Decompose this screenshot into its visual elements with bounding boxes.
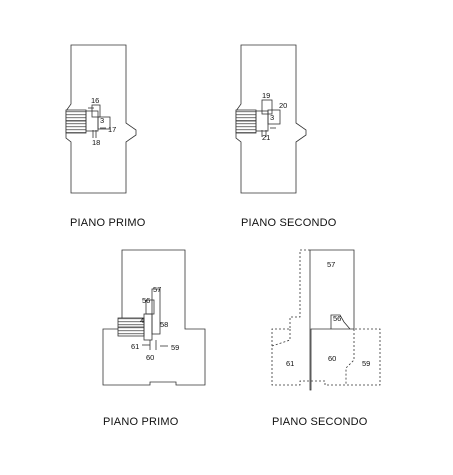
room-box <box>91 104 101 118</box>
building-outline <box>102 249 206 386</box>
stair-block <box>235 109 257 134</box>
interior-dashed <box>271 329 291 347</box>
building-outline-solid <box>309 249 355 391</box>
plan-piano-primo-bottom <box>102 249 206 386</box>
room-number: 18 <box>92 138 100 147</box>
room-56-outline <box>330 314 351 330</box>
room-box <box>145 299 155 315</box>
room-number: 19 <box>262 91 270 100</box>
plan-caption: PIANO SECONDO <box>272 416 368 428</box>
room-number: 59 <box>171 343 179 352</box>
plan-piano-secondo-bottom <box>309 249 355 391</box>
room-number: 61 <box>131 342 139 351</box>
room-number: 58 <box>160 320 168 329</box>
plan-2-numbers: 19 20 3 21 <box>262 91 287 142</box>
room-number: 60 <box>146 353 154 362</box>
plan-caption: PIANO PRIMO <box>70 217 146 229</box>
room-number: 56 <box>333 314 341 323</box>
room-number: 57 <box>153 285 161 294</box>
plan-caption: PIANO SECONDO <box>241 217 337 229</box>
room-number: 56 <box>142 296 150 305</box>
interior-dashed <box>345 329 355 385</box>
room-number: 16 <box>91 96 99 105</box>
plan-3-numbers: 57 56 4 58 61 60 59 <box>131 285 179 362</box>
plan-piano-primo-top <box>65 44 137 194</box>
room-number: 3 <box>270 113 274 122</box>
room-number: 17 <box>108 125 116 134</box>
room-number: 61 <box>286 359 294 368</box>
stair-block <box>65 109 87 134</box>
room-box <box>151 288 161 335</box>
room-number: 60 <box>328 354 336 363</box>
plan-4-dashed-outline <box>271 249 381 386</box>
room-number: 57 <box>327 260 335 269</box>
room-box <box>97 116 111 130</box>
room-number: 21 <box>262 133 270 142</box>
room-box <box>261 99 273 115</box>
corridor-box <box>143 313 153 341</box>
plan-1-numbers: 16 3 17 18 <box>91 96 116 147</box>
room-box <box>267 109 281 125</box>
room-number: 4 <box>140 316 144 325</box>
plan-piano-secondo-top <box>235 44 307 194</box>
room-number: 59 <box>362 359 370 368</box>
room-number: 3 <box>100 116 104 125</box>
plan-caption: PIANO PRIMO <box>103 416 179 428</box>
plan-4-numbers: 57 56 61 60 59 <box>286 260 370 368</box>
room-number: 20 <box>279 101 287 110</box>
